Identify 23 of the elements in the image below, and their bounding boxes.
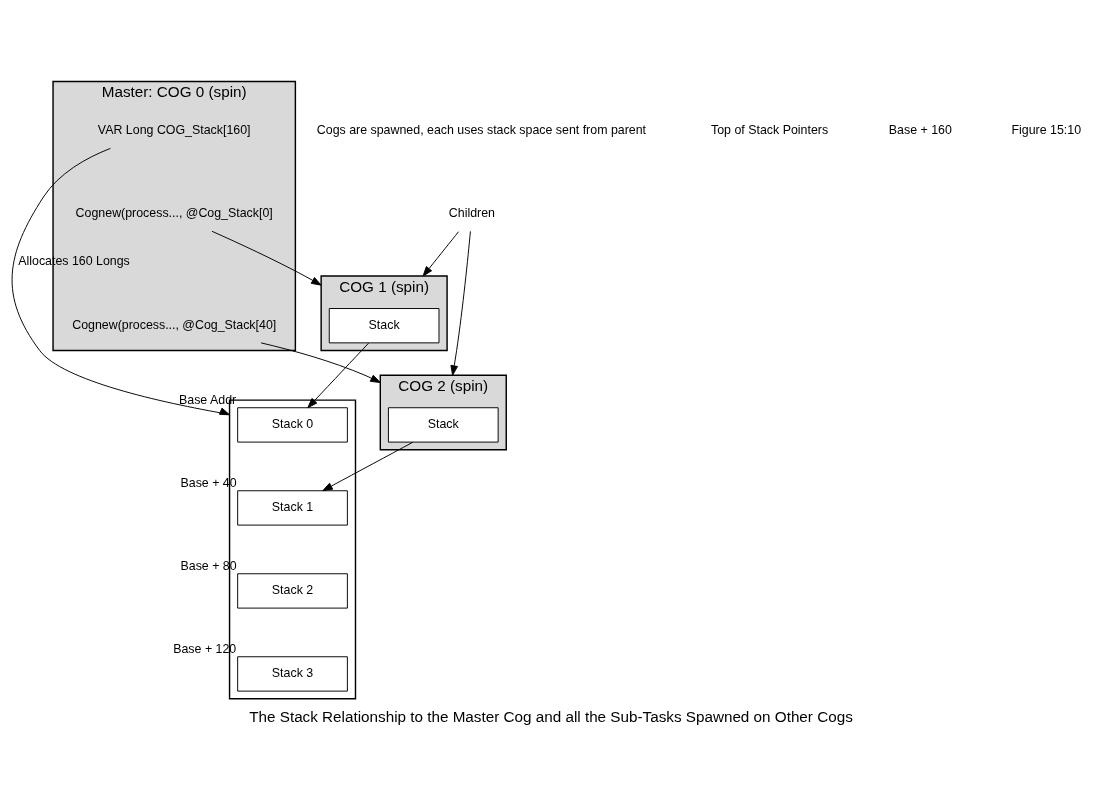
node-box: Stack 2 — [237, 572, 348, 609]
node-box: Stack 0 — [237, 406, 348, 443]
node-box: Stack 1 — [237, 489, 348, 526]
arrow — [211, 230, 322, 286]
node-text: Cognew(process..., @Cog_Stack[0] — [75, 205, 273, 220]
arrow — [450, 230, 471, 376]
label: Figure 15:10 — [1011, 122, 1082, 137]
node-box: Stack 3 — [237, 655, 348, 692]
node-text: Children — [448, 205, 495, 220]
arrow — [307, 342, 370, 408]
label: Base + 160 — [888, 122, 952, 137]
label: Top of Stack Pointers — [711, 122, 829, 137]
arrow — [322, 441, 414, 491]
arrow — [260, 341, 381, 383]
label: Cogs are spawned, each uses stack space sent from parent — [316, 122, 647, 137]
node-box: Stack — [387, 406, 499, 443]
caption: The Stack Relationship to the Master Cog and all the Sub-Tasks Spawned on Other Cogs — [249, 707, 853, 725]
node-box: Stack — [328, 307, 440, 343]
arrow — [11, 147, 231, 415]
node-text: Cognew(process..., @Cog_Stack[40] — [72, 317, 277, 332]
node-text: VAR Long COG_Stack[160] — [97, 122, 251, 137]
node-label: Base Addr — [179, 392, 237, 407]
arrow — [422, 230, 460, 277]
